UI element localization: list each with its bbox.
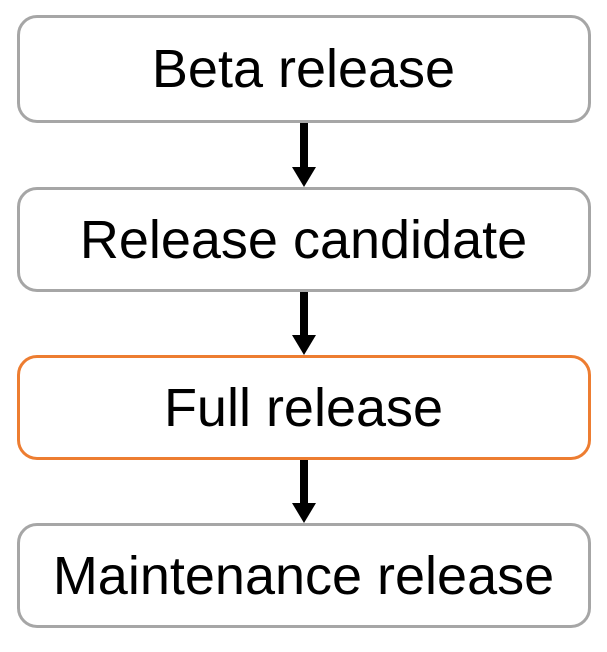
node-full-release: Full release (16, 355, 591, 460)
node-label: Maintenance release (52, 545, 555, 606)
down-arrow-icon (291, 123, 316, 187)
arrow-head (291, 503, 316, 523)
release-flowchart: Beta release Release candidate Full rele… (16, 15, 591, 628)
node-maintenance-release: Maintenance release (16, 523, 591, 628)
arrow-shaft (299, 123, 308, 167)
down-arrow-icon (291, 460, 316, 523)
node-beta-release: Beta release (16, 15, 591, 123)
node-label: Beta release (151, 39, 456, 99)
down-arrow-icon (291, 292, 316, 355)
arrow-head (291, 335, 316, 355)
arrow-shaft (299, 292, 308, 335)
arrow-head (291, 167, 316, 187)
arrow-shaft (299, 460, 308, 503)
node-label: Release candidate (79, 209, 528, 270)
node-label: Full release (163, 377, 444, 438)
node-release-candidate: Release candidate (16, 187, 591, 292)
